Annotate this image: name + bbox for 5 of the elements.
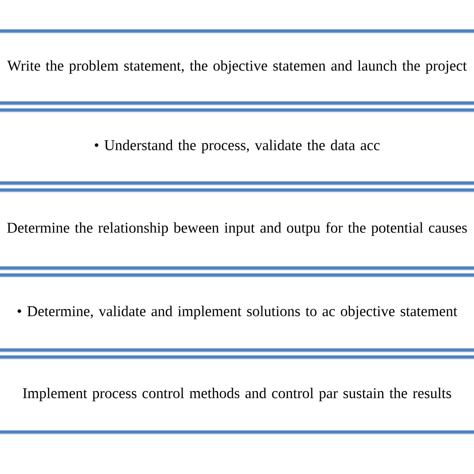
step-text: • Determine, validate and implement solutions to ac objective statement bbox=[18, 306, 458, 320]
step-text: Determine the relationship beween input and outpu for the potential causes bbox=[7, 222, 467, 236]
step-text: Write the problem statement, the objective statemen and launch the project bbox=[7, 60, 467, 74]
step-text: • Understand the process, validate the data acc bbox=[94, 140, 380, 154]
step-text: Implement process control methods and control par sustain the results bbox=[22, 388, 452, 402]
